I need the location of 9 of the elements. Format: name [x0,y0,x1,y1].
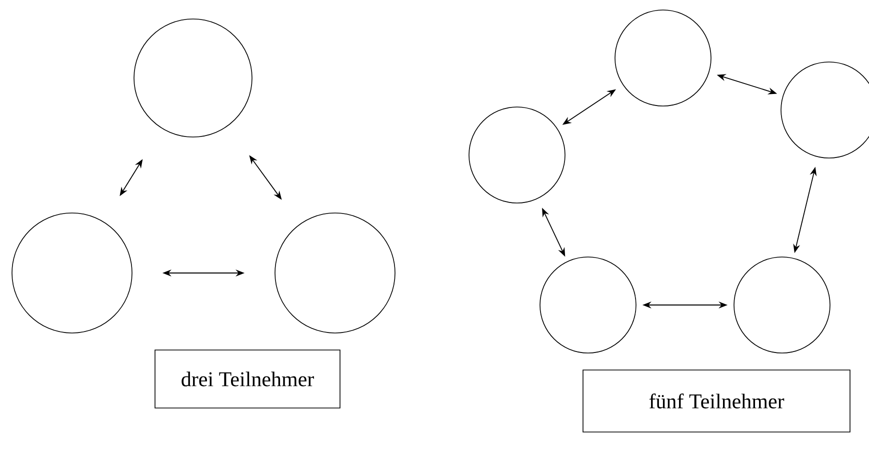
circle [614,10,712,106]
circle [12,212,132,334]
text-box: fünf Teilnehmer [582,370,850,432]
circle [734,256,830,354]
circle [468,106,566,204]
circle [274,212,396,334]
text-box: drei Teilnehmer [154,350,340,408]
circle [540,256,636,354]
circle [134,18,252,138]
